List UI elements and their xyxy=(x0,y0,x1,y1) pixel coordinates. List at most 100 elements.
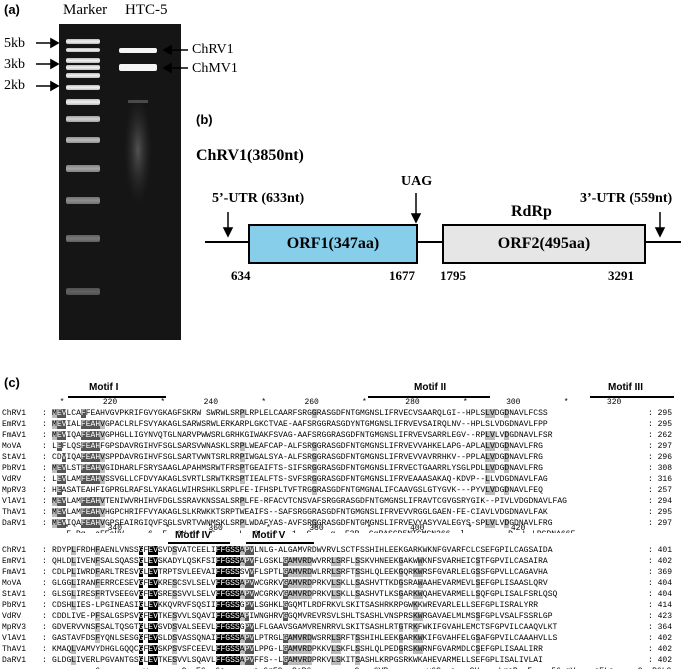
panel-b-label: (b) xyxy=(196,112,213,127)
sequence-end-position: : 262 xyxy=(648,431,673,440)
sequence-end-position: : 308 xyxy=(648,464,673,473)
ruler-1: * 220 * 240 * 260 * 280 * 300 * 320 xyxy=(2,398,622,407)
gel-image xyxy=(36,24,188,340)
sequence-name: EmRV1 xyxy=(2,557,27,566)
sequence-end-position: : 423 xyxy=(648,612,673,621)
separator: : xyxy=(42,546,47,555)
separator: : xyxy=(42,612,47,621)
size-label-2kb: 2kb xyxy=(4,78,25,93)
size-label-5kb: 5kb xyxy=(4,36,25,51)
separator: : xyxy=(42,475,47,484)
sequence-end-position: : 404 xyxy=(648,590,673,599)
sequence-end-position: : 402 xyxy=(648,645,673,654)
sequence-name: MoVA xyxy=(2,579,22,588)
arrow-5kb-icon xyxy=(50,37,60,49)
sequence-name: FmAV1 xyxy=(2,568,27,577)
size-label-3kb: 3kb xyxy=(4,57,25,72)
sequence-name: VlAV1 xyxy=(2,634,27,643)
arrow-chmv1-icon xyxy=(162,62,172,74)
sequence-name: MpRV3 xyxy=(2,623,27,632)
sequence: RDYPLFRDHFAENLVNSSGFEVSVDSVATCEELIFFGSSA… xyxy=(52,546,553,555)
separator: : xyxy=(42,623,47,632)
motif-5-label: Motif V xyxy=(252,530,286,541)
sequence-end-position: : 402 xyxy=(648,634,673,643)
sequence: MEVIALFEAHVGPACLRLFSVYAKAGLSARWSRWLERKAR… xyxy=(52,420,548,429)
sequence: GASTAVFDSFYQNLSESGGFEVSLDSVASSQNAIFFGSSA… xyxy=(52,634,558,643)
motif-2-bar xyxy=(368,396,490,398)
motif-5-bar xyxy=(246,542,314,544)
motif-1-label: Motif I xyxy=(89,382,119,393)
sequence: MEVLSTFEAHVGIDHARLFSRYSAAGLAPAHMSRWTFRSP… xyxy=(52,464,543,473)
sequence-name: ChRV1 xyxy=(2,409,27,418)
sequence: KMAQLVAMVYDHGLGQQCGFEVSKPSVSFCEEVLFFGSSA… xyxy=(52,645,543,654)
orf2-box: ORF2(495aa) xyxy=(442,224,646,264)
lane-label-marker: Marker xyxy=(63,2,108,18)
sequence-name: FmAV1 xyxy=(2,431,27,440)
sequence-name: DaRV1 xyxy=(2,519,27,528)
sequence: GLDGLIVERLPGVANTGSGLEVTKESVVLSQAVLFFGSSA… xyxy=(52,656,543,665)
separator: : xyxy=(42,431,47,440)
alignment-block-2: * 340 * 360 * 380 * 400 * 420 ChRV1:RDYP… xyxy=(2,523,685,669)
sequence-end-position: : 257 xyxy=(648,486,673,495)
separator: : xyxy=(42,519,47,528)
sequence-name: ThAV1 xyxy=(2,508,27,517)
sequence-end-position: : 297 xyxy=(648,442,673,451)
sequence-end-position: : 296 xyxy=(648,453,673,462)
panel-a-label: (a) xyxy=(4,2,20,17)
arrow-uag-icon xyxy=(410,213,422,224)
motif-4-bar xyxy=(168,542,230,544)
separator: : xyxy=(42,601,47,610)
sequence-name: DaRV1 xyxy=(2,656,27,665)
rdrp-label: RdRp xyxy=(511,203,552,220)
sequence: MEVLCAFFEAHVGVPKRIFGVYGKAGFSKRW SWRWLSRP… xyxy=(52,409,548,418)
sequence-end-position: : 401 xyxy=(648,546,673,555)
sample-smear xyxy=(124,95,152,205)
sequence-end-position: : 369 xyxy=(648,568,673,577)
lane-label-htc5: HTC-5 xyxy=(125,2,168,18)
motif-4-label: Motif IV xyxy=(175,530,212,541)
stop-codon-label: UAG xyxy=(401,174,433,189)
panel-c-label: (c) xyxy=(4,375,20,390)
sequence: CDVIQAFEAHVSPPDAVRGIHVFSGLSARTVWNTSRLRRP… xyxy=(52,453,543,462)
sequence: GLGGLIRANFERRCESEVGFEVKRESCSVLSELVFFGSSA… xyxy=(52,579,548,588)
sequence: MEVLAMFEAHVHGPCHRIFFVYAKAGLSLKRWKKTSRPTW… xyxy=(52,508,548,517)
sequence-name: EmRV1 xyxy=(2,420,27,429)
sequence-end-position: : 295 xyxy=(648,508,673,517)
separator: : xyxy=(42,645,47,654)
sequence-name: VdRV xyxy=(2,612,22,621)
ruler-2: * 340 * 360 * 380 * 400 * 420 xyxy=(2,524,526,533)
separator: : xyxy=(42,579,47,588)
sequence: GLSGLIRESFRTVSEEGVGFEVSRESSVVLSELVFFGSSA… xyxy=(52,590,558,599)
sequence: MEVIQAFEAHVGPHGLLIGYNVQTGLNARVPWWSRLGRHK… xyxy=(52,431,553,440)
sequence: MEVLAMFEAHVTENIWVRHIHVFDGLSSRAVKNSSALSRP… xyxy=(52,497,567,506)
pos-orf1-start: 634 xyxy=(231,268,251,283)
sequence: CDSHLIES-LPGINEASIGLEVKKQVRVFSQSIIFFGSSG… xyxy=(52,601,539,610)
sequence-end-position: : 297 xyxy=(648,519,673,528)
sequence-name: ThAV1 xyxy=(2,645,27,654)
motif-2-label: Motif II xyxy=(414,382,447,393)
arrow-chrv1-icon xyxy=(162,44,172,56)
consensus-line: 6 v G E6 6e e 6rFG SaP6 G 6VR v6S a SH L… xyxy=(52,666,671,669)
separator: : xyxy=(42,656,47,665)
sequence-end-position: : 402 xyxy=(648,656,673,665)
sequence: MEVIQAFEAHVGPSEAIRGIQVFSGLSVRTVWNMSKLSRP… xyxy=(52,519,553,528)
sequence: LEFLQSFEAHFGPSDAVRGIHVFSGLSARSVWNASKLSRP… xyxy=(52,442,543,451)
separator: : xyxy=(42,590,47,599)
separator: : xyxy=(42,568,47,577)
separator: : xyxy=(42,486,47,495)
sequence-name: StAV1 xyxy=(2,590,27,599)
separator: : xyxy=(42,464,47,473)
motif-1-bar xyxy=(68,396,166,398)
arrow-utr3-icon xyxy=(654,227,666,238)
sequence-end-position: : 364 xyxy=(648,623,673,632)
band-label-chrv1: ChRV1 xyxy=(192,42,234,57)
separator: : xyxy=(42,497,47,506)
separator: : xyxy=(42,420,47,429)
sequence: QHLDLIVENFSALSQASSGLEVSKADYLQSKFSIFFGSSA… xyxy=(52,557,548,566)
motif-3-label: Motif III xyxy=(608,382,643,393)
sequence-name: StAV1 xyxy=(2,453,27,462)
band-label-chmv1: ChMV1 xyxy=(192,61,238,76)
sequence: HEASATEAHFIGPRGLRAFSLYAKAGLWIHRSHKLSRPLF… xyxy=(52,486,543,495)
sequence-name: MpRV3 xyxy=(2,486,27,495)
separator: : xyxy=(42,508,47,517)
